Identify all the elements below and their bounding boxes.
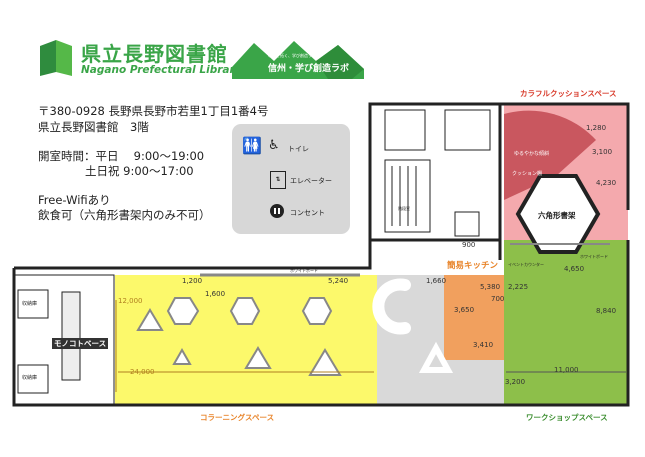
- elevator-icon: ⇅: [270, 171, 286, 189]
- dim-3200: 3,200: [505, 378, 526, 386]
- coloring-space-zone: [115, 275, 377, 405]
- slope-label: ゆるやかな傾斜: [514, 151, 550, 157]
- library-name-en: Nagano Prefectural Library: [81, 64, 242, 76]
- toilet-room-women: [384, 109, 426, 151]
- lab-title: 信州・学び創造ラボ: [268, 64, 350, 74]
- storage-label-1: 収納庫: [22, 301, 38, 307]
- stair-label: 階段室: [398, 206, 410, 211]
- monocoat-storage-2: [17, 364, 49, 394]
- dim-900: 900: [462, 241, 476, 249]
- dim-1200: 1,200: [182, 277, 203, 285]
- opening-hours-weekday: 開室時間：平日 9:00～19:00: [38, 149, 205, 163]
- dim-8840: 8,840: [596, 307, 617, 315]
- dim-12000: 12,000: [118, 297, 143, 305]
- kitchen-zone: [444, 275, 504, 360]
- hexagon-bookshelf: [515, 174, 601, 254]
- outlet-icon: [270, 204, 284, 218]
- monocoat-table: [61, 291, 81, 381]
- gray-lounge-zone: [377, 275, 444, 405]
- wifi-info: Free-Wifiあり: [38, 193, 111, 207]
- dim-3410: 3,410: [473, 341, 494, 349]
- lab-tagline: 明日を拓く、学び創造ラボ: [268, 53, 316, 58]
- legend-toilet-label: トイレ: [288, 145, 309, 153]
- event-counter-label: イベントカウンター: [508, 262, 544, 267]
- library-logo-mark: [40, 40, 72, 76]
- lab-logo: 明日を拓く、学び創造ラボ 信州・学び創造ラボ: [232, 37, 372, 79]
- whiteboard-top-label: ホワイトボード: [290, 268, 318, 273]
- dim-3100: 3,100: [592, 148, 613, 156]
- monocoat-storage-1: [17, 289, 49, 319]
- zone-title-workshop: ワークショップスペース: [526, 413, 608, 422]
- floor-info: 県立長野図書館 3階: [38, 120, 149, 134]
- dim-1660: 1,660: [426, 277, 447, 285]
- toilet-icon: 🚻: [242, 136, 262, 155]
- food-info: 飲食可（六角形書架内のみ不可）: [38, 208, 211, 222]
- dim-3650: 3,650: [454, 306, 475, 314]
- dim-11000: 11,000: [554, 366, 579, 374]
- zone-title-monocoat: モノコトベース: [52, 338, 109, 349]
- library-logo: 県立長野図書館 Nagano Prefectural Library: [36, 38, 242, 80]
- zone-title-coloring: コラーニングスペース: [200, 413, 275, 422]
- monocoat-room: [13, 274, 115, 406]
- dim-700: 700: [491, 295, 505, 303]
- elevator-shaft: [454, 211, 480, 237]
- dim-2225: 2,225: [508, 283, 529, 291]
- dim-1600: 1,600: [205, 290, 226, 298]
- storage-label-2: 収納庫: [22, 375, 38, 381]
- dim-4230: 4,230: [596, 179, 617, 187]
- slope-zone: [504, 110, 596, 200]
- dim-4650: 4,650: [564, 265, 585, 273]
- address: 〒380-0928 長野県長野市若里1丁目1番4号: [38, 104, 269, 118]
- top-wall: [14, 102, 630, 270]
- legend-elevator-label: エレベーター: [290, 177, 332, 185]
- toilet-room-men: [444, 109, 491, 151]
- whiteboard-ws-label: ホワイトボード: [580, 254, 608, 259]
- zone-title-hexagon: 六角形書架: [538, 211, 576, 220]
- stair-room: [384, 159, 431, 233]
- workshop-zone: [504, 240, 628, 405]
- gray-lounge-zone-2: [444, 360, 504, 405]
- legend-panel: 🚻 ♿ トイレ ⇅ エレベーター コンセント: [232, 124, 350, 234]
- dim-24000: 24,000: [130, 368, 155, 376]
- cushion-label: クッション棚: [512, 171, 543, 177]
- dim-5240: 5,240: [328, 277, 349, 285]
- dim-1280: 1,280: [586, 124, 607, 132]
- zone-title-kitchen: 簡易キッチン: [447, 261, 499, 271]
- library-name: 県立長野図書館: [81, 42, 228, 66]
- dim-5380: 5,380: [480, 283, 501, 291]
- zone-title-colorful: カラフルクッションスペース: [520, 89, 617, 98]
- legend-outlet-label: コンセント: [290, 209, 325, 217]
- opening-hours-weekend: 土日祝 9:00～17:00: [85, 164, 194, 178]
- accessible-toilet-icon: ♿: [268, 138, 280, 153]
- lab-logo-shape: [232, 41, 364, 79]
